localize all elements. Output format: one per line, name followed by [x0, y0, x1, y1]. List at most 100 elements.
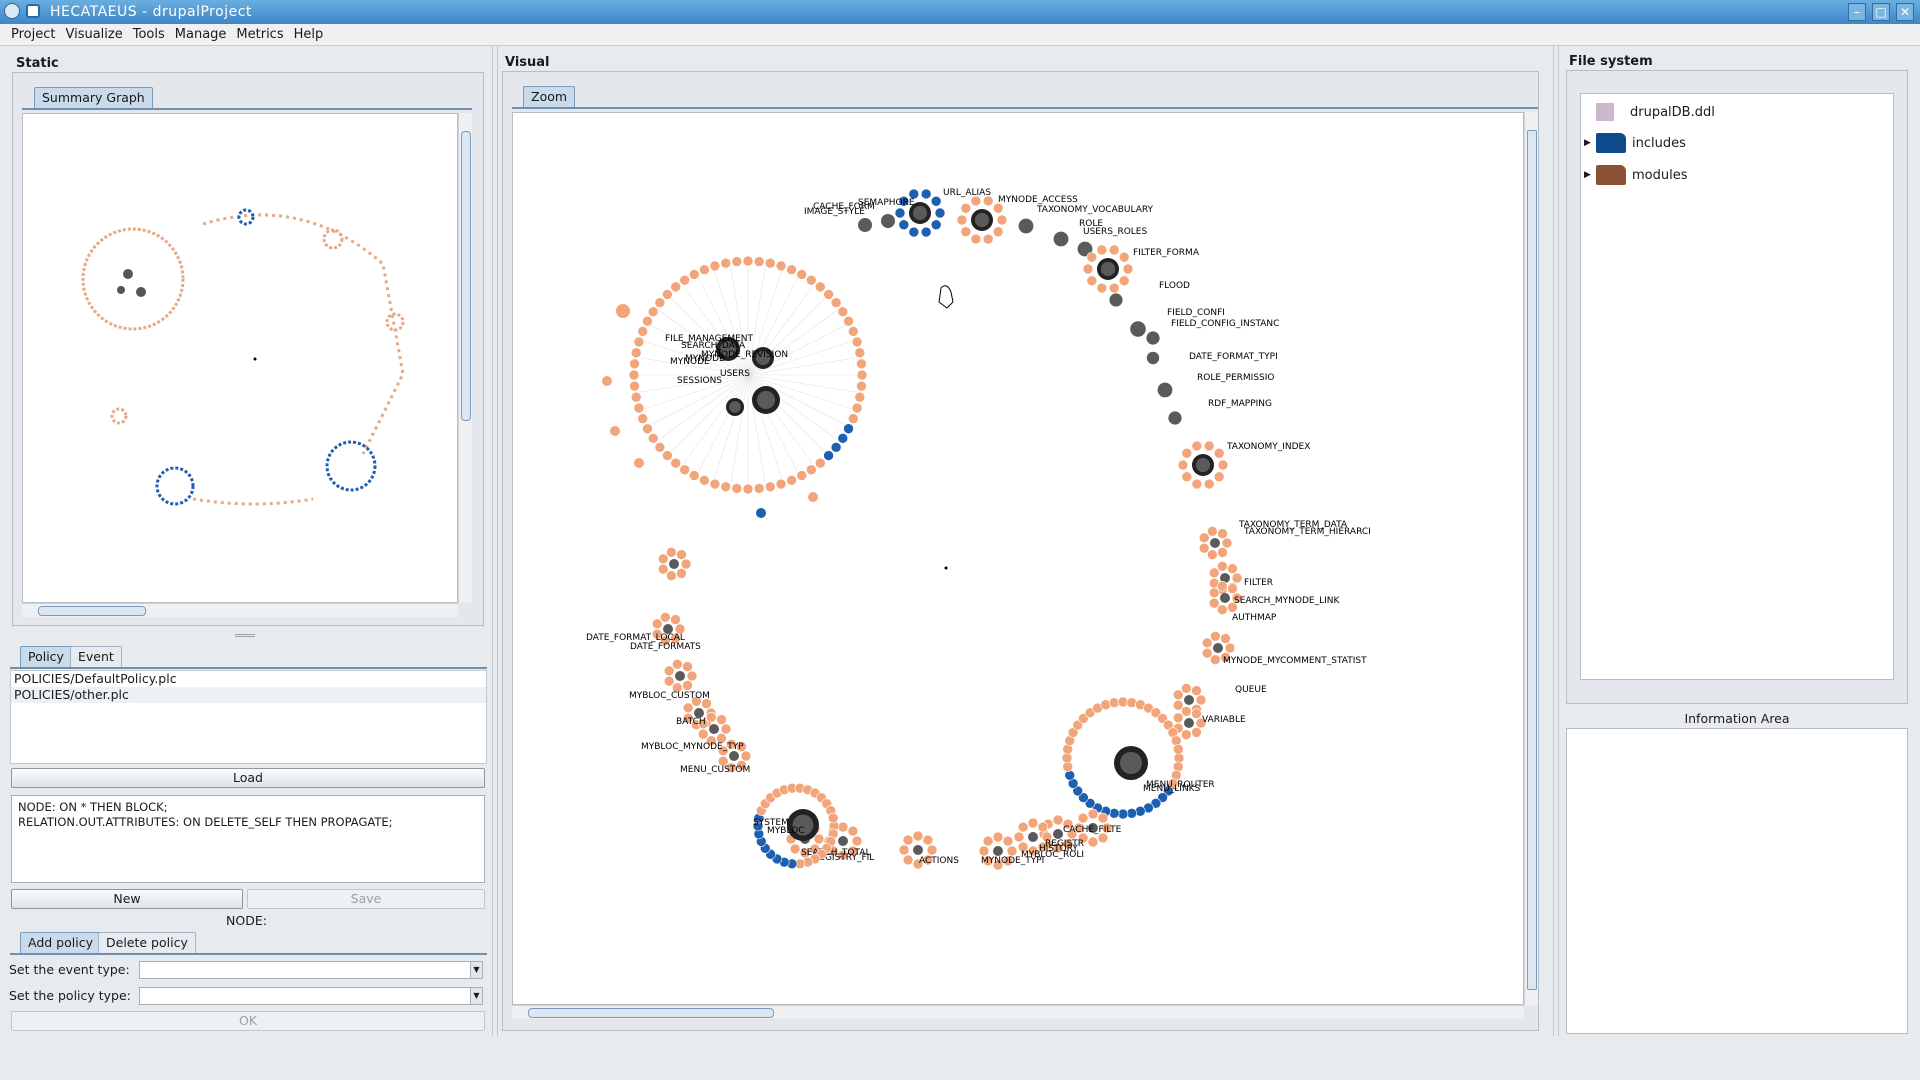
tab-policy[interactable]: Policy [20, 646, 72, 668]
folder-icon [1596, 165, 1626, 185]
visual-panel-title: Visual [505, 55, 550, 70]
graph-ring-node [1117, 696, 1129, 708]
graph-node [913, 845, 923, 855]
graph-ring-node [854, 391, 866, 403]
save-button[interactable]: Save [247, 889, 485, 909]
right-vertical-divider[interactable] [1553, 46, 1559, 1036]
graph-edge [697, 374, 749, 474]
summary-horizontal-scrollbar[interactable] [22, 603, 458, 617]
graph-node-label: FIELD_CONFI [1167, 308, 1225, 318]
graph-ring-node [786, 264, 797, 275]
tree-item-modules[interactable]: ▶ modules [1584, 164, 1688, 186]
menu-manage[interactable]: Manage [174, 27, 227, 42]
graph-node [1210, 538, 1220, 548]
graph-ring-node [960, 226, 972, 238]
policy-type-select[interactable]: ▼ [139, 987, 483, 1005]
graph-ring-node [742, 255, 754, 267]
graph-ring-node [676, 549, 687, 560]
graph-ring-node [1101, 822, 1113, 834]
menu-help[interactable]: Help [293, 27, 324, 42]
menu-visualize[interactable]: Visualize [65, 27, 123, 42]
graph-ring-node [982, 233, 994, 245]
graph-ring-node [837, 849, 849, 861]
menu-metrics[interactable]: Metrics [236, 27, 284, 42]
event-type-select[interactable]: ▼ [139, 961, 483, 979]
app-menu-icon[interactable] [4, 3, 20, 19]
summary-graph-canvas[interactable] [22, 113, 458, 603]
graph-node [1146, 351, 1160, 365]
visual-vertical-scroll-thumb[interactable] [1527, 130, 1537, 990]
graph-ring-node [651, 628, 663, 640]
graph-ring-node [1210, 654, 1221, 665]
graph-ring-node [1017, 841, 1029, 853]
graph-node [1053, 231, 1069, 247]
graph-ring-node [1117, 808, 1129, 820]
expand-arrow-icon[interactable]: ▶ [1584, 170, 1591, 180]
graph-hub-node [756, 390, 776, 410]
graph-ring-node [1108, 697, 1120, 708]
file-icon [1596, 103, 1614, 121]
menu-tools[interactable]: Tools [132, 27, 165, 42]
tab-add-policy[interactable]: Add policy [20, 932, 101, 954]
expand-arrow-icon[interactable]: ▶ [1584, 138, 1591, 148]
minimize-button[interactable]: – [1848, 3, 1866, 21]
summary-vertical-scroll-thumb[interactable] [461, 131, 471, 421]
tree-item-includes[interactable]: ▶ includes [1584, 132, 1686, 154]
graph-ring-node [726, 762, 737, 773]
graph-node [993, 846, 1003, 856]
graph-ring-node [992, 226, 1004, 238]
info-area-panel[interactable] [1566, 728, 1908, 1034]
graph-ring-node [688, 470, 700, 481]
policy-file-item[interactable]: POLICIES/DefaultPolicy.plc [14, 671, 177, 686]
visual-graph-svg: FILE_MANAGEMENTSEARCH_DATAMYNODEMYNODE_R… [586, 188, 1371, 871]
summary-horizontal-scroll-thumb[interactable] [38, 606, 146, 616]
graph-node-label: SEMAPHORE [858, 198, 915, 208]
left-splitter[interactable] [235, 634, 255, 637]
title-bar: HECATAEUS - drupalProject – □ ✕ [0, 0, 1920, 24]
policy-file-list[interactable]: POLICIES/DefaultPolicy.plc POLICIES/othe… [10, 670, 487, 764]
graph-ring-node [672, 682, 683, 693]
visual-vertical-scrollbar[interactable] [1524, 112, 1538, 1005]
close-button[interactable]: ✕ [1896, 3, 1914, 21]
graph-ring-node [789, 843, 801, 855]
vertical-divider[interactable] [492, 46, 498, 1036]
graph-ring-node [970, 195, 982, 207]
tab-event[interactable]: Event [70, 646, 122, 668]
graph-ring-node [1097, 812, 1109, 824]
graph-ring-node [1191, 727, 1202, 738]
folder-icon [1596, 133, 1626, 153]
graph-ring-node [851, 336, 863, 348]
new-button[interactable]: New [11, 889, 243, 909]
tab-summary-graph[interactable]: Summary Graph [34, 87, 153, 109]
graph-node [709, 724, 719, 734]
graph-ring-node [753, 256, 765, 267]
graph-ring-node [796, 269, 808, 280]
graph-ring-node [629, 358, 640, 370]
load-button[interactable]: Load [11, 768, 485, 788]
graph-edge [747, 266, 766, 376]
graph-ring-node [670, 614, 681, 625]
graph-ring-node [823, 450, 834, 461]
graph-ring-node [1201, 647, 1213, 659]
visual-horizontal-scrollbar[interactable] [512, 1005, 1524, 1019]
visual-horizontal-scroll-thumb[interactable] [528, 1008, 774, 1018]
tab-zoom[interactable]: Zoom [523, 86, 576, 108]
graph-ring-node [1061, 752, 1073, 764]
menu-project[interactable]: Project [11, 27, 56, 42]
tree-item-drupaldb[interactable]: drupalDB.ddl [1596, 101, 1715, 123]
maximize-button[interactable]: □ [1872, 3, 1890, 21]
graph-ring-node [1087, 836, 1099, 848]
graph-ring-node [633, 336, 645, 348]
graph-ring-node [1096, 244, 1108, 256]
chevron-down-icon: ▼ [470, 962, 482, 978]
graph-ring-node [848, 413, 859, 424]
graph-ring-node [847, 845, 859, 857]
graph-ring-node [699, 475, 710, 486]
ok-button[interactable]: OK [11, 1011, 485, 1031]
policy-file-item[interactable]: POLICIES/other.plc [11, 687, 486, 703]
filesystem-tree[interactable] [1580, 93, 1894, 680]
tab-delete-policy[interactable]: Delete policy [98, 932, 196, 954]
summary-vertical-scrollbar[interactable] [458, 113, 472, 603]
policy-text-area[interactable]: NODE: ON * THEN BLOCK; RELATION.OUT.ATTR… [11, 795, 485, 883]
